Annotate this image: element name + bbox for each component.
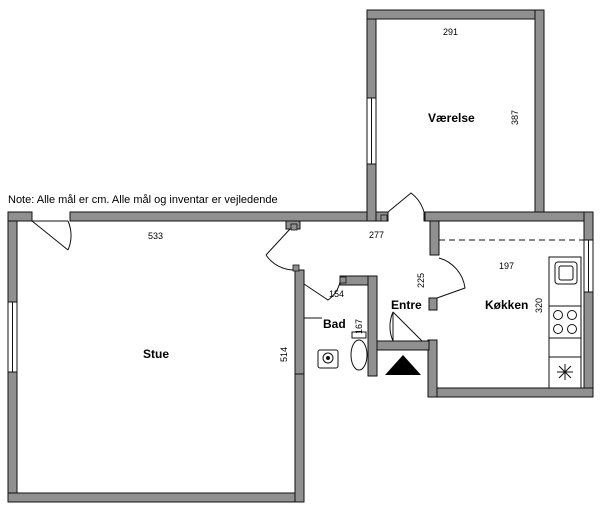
wall-koekken-west-high xyxy=(429,220,440,256)
walls xyxy=(7,9,594,503)
door-entre xyxy=(389,311,423,342)
dim-bad-width: 154 xyxy=(329,289,345,299)
wall-north-a xyxy=(7,211,33,222)
stove-icon xyxy=(548,305,582,339)
door-vaerelse xyxy=(387,192,425,213)
dim-hall-width: 277 xyxy=(369,230,385,240)
disclaimer-note: Note: Alle mål er cm. Alle mål og invent… xyxy=(8,194,278,206)
toilet-tank xyxy=(351,331,367,339)
dim-stue-width: 533 xyxy=(148,231,164,241)
room-label-stue: Stue xyxy=(143,347,170,361)
door-koekken xyxy=(436,257,466,299)
room-label-entre: Entre xyxy=(391,298,422,312)
room-label-vaerelse: Værelse xyxy=(428,111,475,125)
room-label-bad: Bad xyxy=(323,317,346,331)
door-bad xyxy=(303,281,341,301)
sink-basin xyxy=(558,265,574,281)
bathroom-fixtures xyxy=(304,317,368,371)
wall-koekken-south xyxy=(427,387,594,398)
dim-koekken-width: 197 xyxy=(499,261,515,271)
room-label-koekken: Køkken xyxy=(485,298,529,312)
wall-bad-west xyxy=(294,269,305,375)
door-hall xyxy=(265,228,296,271)
dim-bad-height: 167 xyxy=(354,318,365,335)
wall-entre-stub xyxy=(428,297,438,311)
door-stue-north xyxy=(31,220,72,251)
wall-entre-south xyxy=(376,340,430,351)
entrance-arrow xyxy=(385,355,421,375)
dim-stue-height: 514 xyxy=(279,346,290,363)
entrance-wall xyxy=(376,340,430,351)
windows xyxy=(7,97,594,373)
wall-north-b xyxy=(69,211,371,222)
toilet-icon xyxy=(350,339,368,371)
dim-vaerelse-width: 291 xyxy=(443,27,459,37)
doors xyxy=(31,192,466,342)
dim-koekken-height: 320 xyxy=(534,297,545,314)
wall-stue-south xyxy=(7,492,305,503)
wall-bad-east xyxy=(367,275,378,377)
wall-vaerelse-north xyxy=(366,9,545,20)
dim-entre-height: 225 xyxy=(416,272,427,289)
wall-vaerelse-east xyxy=(534,9,545,222)
door-markers xyxy=(290,214,388,284)
wall-koekken-north xyxy=(424,211,594,222)
wall-koekken-west-low xyxy=(427,339,438,398)
fridge-icon xyxy=(557,364,573,380)
kitchen-fixtures xyxy=(439,239,584,389)
dim-vaerelse-height: 387 xyxy=(510,109,521,126)
